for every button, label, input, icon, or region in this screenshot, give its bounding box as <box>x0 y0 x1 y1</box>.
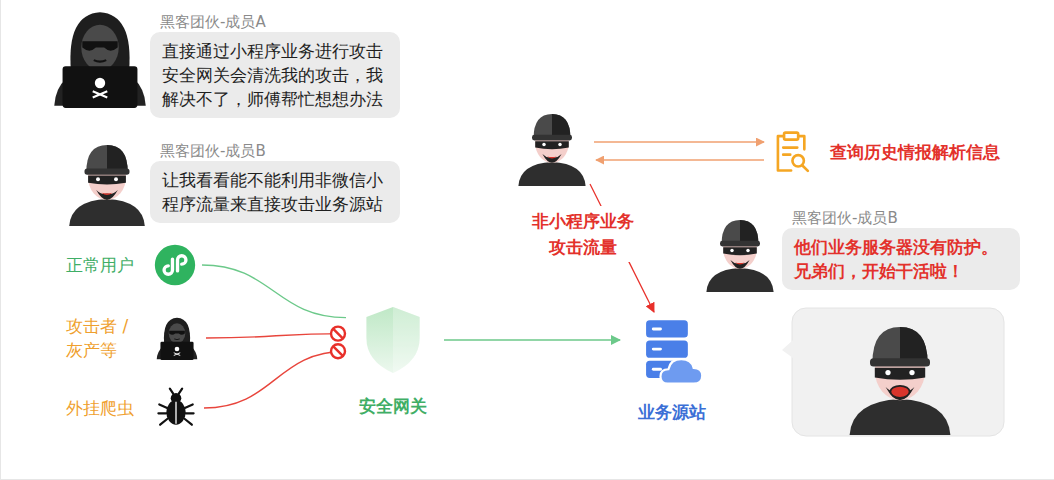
node-label-group: 外挂爬虫 <box>66 396 144 420</box>
blocked-symbol <box>331 344 345 358</box>
bug-icon <box>154 386 198 430</box>
icon-node: 外挂爬虫 <box>66 386 198 430</box>
mini-icon <box>154 244 196 286</box>
server-icon <box>634 316 710 388</box>
node-label: 外挂爬虫 <box>66 396 144 420</box>
frame-line <box>0 0 1 480</box>
node-label: 查询历史情报解析信息 <box>830 140 1000 164</box>
icon-node: 攻击者 / 灰产等 <box>66 314 200 362</box>
server-icon-shape <box>646 320 702 383</box>
speech-bubble-node: 黑客团伙-成员B 他们业务服务器没有防护。兄弟们，开始干活啦！ <box>782 208 1020 290</box>
connector <box>444 339 620 340</box>
bubble-text: 让我看看能不能利用非微信小程序流量来直接攻击业务源站 <box>162 168 388 216</box>
laughing-mouth <box>890 386 909 398</box>
connector <box>204 351 346 408</box>
frame-line <box>0 479 1054 480</box>
blocked-slash <box>334 347 343 356</box>
bubble-text: 直接通过小程序业务进行攻击安全网关会清洗我的攻击，我解决不了，师傅帮忙想想办法 <box>162 39 388 111</box>
bubble-text: 他们业务服务器没有防护。兄弟们，开始干活啦！ <box>794 235 1008 283</box>
bug-icon-shape <box>158 389 193 425</box>
hoodie-icon-shape <box>157 318 197 360</box>
icon-node: 安全网关 <box>348 300 438 418</box>
speech-bubble: 直接通过小程序业务进行攻击安全网关会清洗我的攻击，我解决不了，师傅帮忙想想办法 <box>150 32 400 118</box>
node-label: 攻击者 / 灰产等 <box>66 314 144 362</box>
node-label-group: 查询历史情报解析信息 <box>830 140 1000 164</box>
hoodie-icon <box>154 315 200 361</box>
hacker-center-figure <box>518 114 585 186</box>
blocked-slash <box>334 329 343 338</box>
speaker-name: 黑客团伙-成员B <box>160 141 400 161</box>
panel-tail <box>782 340 793 358</box>
speech-bubble: 让我看看能不能利用非微信小程序流量来直接攻击业务源站 <box>150 161 400 223</box>
laughing-hacker-panel <box>792 308 1004 436</box>
reply-arrow <box>596 159 764 160</box>
clip-icon-shape <box>778 133 808 171</box>
node-label-group: 攻击者 / 灰产等 <box>66 314 144 362</box>
node-label-group: 业务源站 <box>638 400 706 424</box>
shield-icon-shape <box>366 307 419 373</box>
speech-bubble-node: 黑客团伙-成员B 让我看看能不能利用非微信小程序流量来直接攻击业务源站 <box>150 141 400 223</box>
node-label: 业务源站 <box>638 400 706 424</box>
speaker-name: 黑客团伙-成员A <box>160 12 400 32</box>
icon-node: 正常用户 <box>66 244 196 286</box>
laughing-hacker <box>850 327 951 435</box>
node-label-group: 安全网关 <box>359 394 427 418</box>
node-label: 正常用户 <box>66 253 144 277</box>
connector <box>206 334 346 338</box>
node-label-group: 正常用户 <box>66 253 144 277</box>
flow-label: 非小程序业务 攻击流量 <box>522 206 644 262</box>
speech-bubble: 他们业务服务器没有防护。兄弟们，开始干活啦！ <box>782 228 1020 290</box>
clip-icon <box>770 128 814 176</box>
blocked-symbol <box>331 327 345 341</box>
shield-icon <box>358 300 428 380</box>
mini-icon-shape <box>155 245 195 285</box>
speech-bubble-node: 黑客团伙-成员A 直接通过小程序业务进行攻击安全网关会清洗我的攻击，我解决不了，师… <box>150 12 400 118</box>
hacker-right-figure <box>706 220 773 292</box>
query-arrow <box>594 141 764 142</box>
laughing-hacker-body <box>850 327 951 435</box>
node-label: 安全网关 <box>359 394 427 418</box>
speaker-name: 黑客团伙-成员B <box>792 208 1020 228</box>
hacker-b-figure <box>69 145 145 226</box>
icon-node: 业务源站 <box>622 316 722 424</box>
icon-node: 查询历史情报解析信息 <box>770 128 1000 176</box>
connector <box>202 265 346 318</box>
hacker-a-figure <box>54 12 146 108</box>
